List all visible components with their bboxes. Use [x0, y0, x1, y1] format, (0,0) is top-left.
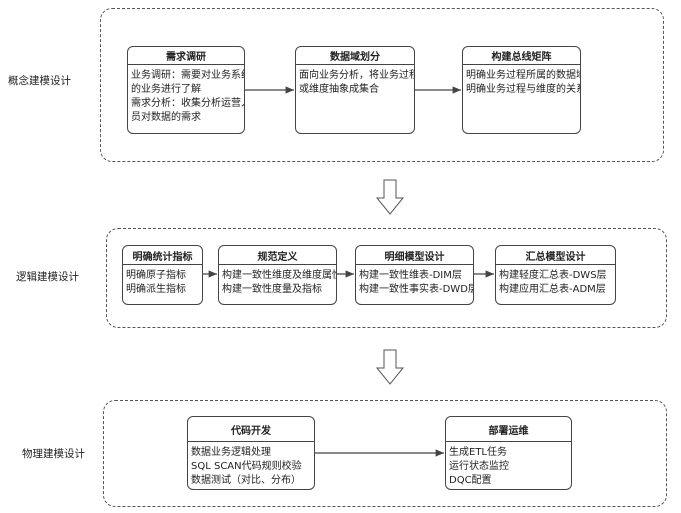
box-line: 构建轻度汇总表-DWS层	[499, 270, 607, 281]
section-conceptual	[100, 8, 664, 162]
box-line: 明确原子指标	[126, 270, 186, 281]
section-label: 物理建模设计	[22, 448, 85, 460]
down-arrow-icon	[375, 349, 405, 385]
down-arrow-icon	[375, 179, 405, 215]
section-logical	[106, 228, 667, 328]
section-label: 逻辑建模设计	[16, 271, 79, 283]
section-physical	[103, 400, 667, 507]
box-line: 明确业务过程与维度的关系	[466, 84, 581, 95]
box-title: 部署运维	[446, 417, 571, 442]
process-box: 需求调研业务调研：需要对业务系统的业务进行了解需求分析：收集分析运营人员对数据的…	[127, 46, 245, 134]
process-box: 规范定义构建一致性维度及维度属性构建一致性度量及指标	[218, 245, 337, 305]
box-line: 需求分析：收集分析运营人	[131, 98, 245, 109]
box-line: 业务调研：需要对业务系统	[131, 70, 245, 81]
box-line: SQL SCAN代码规则校验	[191, 461, 302, 472]
box-line: 构建一致性事实表-DWD层	[359, 284, 474, 295]
box-line: 面向业务分析，将业务过程	[299, 70, 415, 81]
process-box: 明确统计指标明确原子指标明确派生指标	[122, 245, 203, 305]
process-box: 明细模型设计构建一致性维表-DIM层构建一致性事实表-DWD层	[355, 245, 474, 305]
box-title: 规范定义	[219, 246, 336, 265]
box-line: 运行状态监控	[449, 461, 509, 472]
box-line: 明确派生指标	[126, 284, 186, 295]
box-line: 或维度抽象成集合	[299, 84, 379, 95]
box-title: 需求调研	[128, 47, 244, 65]
box-line: 构建一致性维表-DIM层	[359, 270, 462, 281]
box-title: 数据域划分	[296, 47, 414, 65]
box-title: 明确统计指标	[123, 246, 202, 265]
process-box: 构建总线矩阵明确业务过程所属的数据域明确业务过程与维度的关系	[462, 46, 581, 134]
process-box: 部署运维生成ETL任务运行状态监控 DQC配置	[445, 416, 572, 490]
process-box: 数据域划分面向业务分析，将业务过程或维度抽象成集合	[295, 46, 415, 134]
box-line: 明确业务过程所属的数据域	[466, 70, 581, 81]
section-label: 概念建模设计	[8, 75, 71, 87]
box-line: 生成ETL任务	[449, 447, 507, 458]
box-title: 构建总线矩阵	[463, 47, 580, 65]
box-line: 的业务进行了解	[131, 84, 201, 95]
process-box: 汇总模型设计构建轻度汇总表-DWS层构建应用汇总表-ADM层	[495, 245, 616, 305]
box-line: 构建一致性度量及指标	[222, 284, 322, 295]
box-line: 数据测试（对比、分布）	[191, 475, 301, 486]
box-line: 员对数据的需求	[131, 112, 201, 123]
box-line: 数据业务逻辑处理	[191, 447, 271, 458]
box-title: 代码开发	[188, 417, 314, 442]
box-line: DQC配置	[449, 475, 492, 486]
process-box: 代码开发数据业务逻辑处理 SQL SCAN代码规则校验数据测试（对比、分布）	[187, 416, 315, 490]
box-line: 构建一致性维度及维度属性	[222, 270, 337, 281]
box-title: 汇总模型设计	[496, 246, 615, 265]
box-title: 明细模型设计	[356, 246, 473, 265]
box-line: 构建应用汇总表-ADM层	[499, 284, 606, 295]
